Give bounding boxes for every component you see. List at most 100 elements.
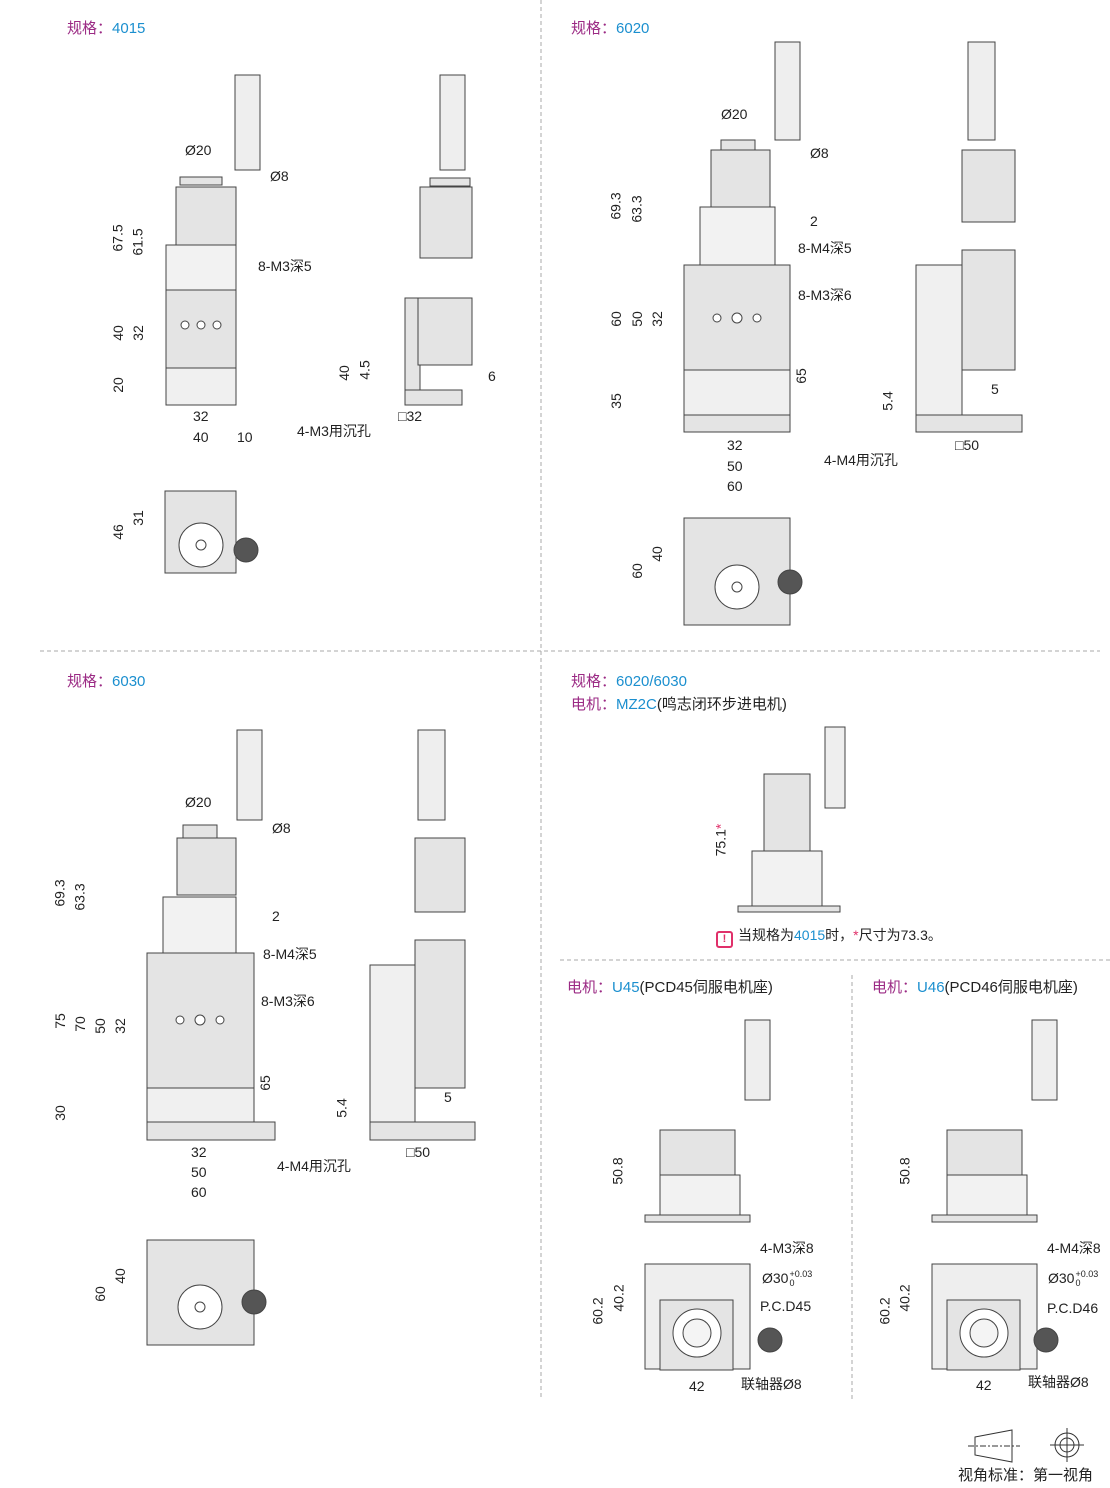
note-text: 尺寸为73.3。 xyxy=(858,927,942,943)
spec-label: 规格： xyxy=(571,673,617,690)
spec-heading-6020: 规格：6020 xyxy=(571,20,649,38)
warning-icon: ! xyxy=(716,931,733,948)
dim: 46 xyxy=(109,524,126,540)
drawing-4015-front xyxy=(165,74,261,406)
dim: 32 xyxy=(191,1144,207,1160)
dim: 4-M4用沉孔 xyxy=(824,452,898,468)
tol-upper: +0.03 xyxy=(789,1269,813,1279)
note-text: 当规格为 xyxy=(738,927,794,943)
spec-heading-4015: 规格：4015 xyxy=(67,20,145,38)
drawing-u46-bottom xyxy=(931,1263,1059,1371)
dim: 61.5 xyxy=(129,228,146,256)
drawing-mz2c xyxy=(737,726,846,913)
motor-value: U46 xyxy=(917,979,945,996)
motor-heading-u46: 电机：U46(PCD46伺服电机座) xyxy=(872,979,1078,997)
dim: 60 xyxy=(91,1286,108,1302)
dim: 4.5 xyxy=(356,360,373,380)
dim: Ø8 xyxy=(272,820,291,836)
dim: 32 xyxy=(111,1018,128,1034)
dim: 60 xyxy=(607,311,624,327)
tol-lower: 0 xyxy=(789,1278,795,1288)
dim: 40 xyxy=(335,365,352,381)
dim: Ø20 xyxy=(185,794,212,810)
spec-value: 4015 xyxy=(112,20,146,37)
dim: 40.2 xyxy=(610,1284,627,1312)
motor-label: 电机： xyxy=(872,979,918,996)
dim: 60 xyxy=(727,478,743,494)
dim: 42 xyxy=(976,1377,992,1393)
dim: 32 xyxy=(193,408,209,424)
section-dividers xyxy=(40,0,1110,1400)
motor-heading-mz2c: 电机：MZ2C(鸣志闭环步进电机) xyxy=(571,696,787,714)
dim: Ø8 xyxy=(270,168,289,184)
drawing-6030-bottom xyxy=(146,1239,267,1346)
dim: 50 xyxy=(91,1018,108,1034)
dim: □50 xyxy=(955,437,980,453)
motor-value: MZ2C xyxy=(616,696,657,713)
dim: 8-M3深6 xyxy=(261,993,315,1009)
drawing-u45-bottom xyxy=(644,1263,783,1371)
dim: 63.3 xyxy=(71,883,88,911)
spec-label: 规格： xyxy=(67,673,113,690)
dim: 69.3 xyxy=(607,192,624,220)
asterisk: * xyxy=(712,823,729,830)
tol-lower: 0 xyxy=(1075,1278,1081,1288)
dim: 63.3 xyxy=(628,195,645,223)
dim: Ø30 xyxy=(1048,1270,1075,1286)
dim: 69.3 xyxy=(51,879,68,907)
dim: 40 xyxy=(193,429,209,445)
spec-value: 6020 xyxy=(616,20,650,37)
note-text: 时， xyxy=(825,927,854,943)
projection-standard: 视角标准：第一视角 xyxy=(958,1467,1094,1484)
drawing-4015-bottom xyxy=(164,490,259,574)
dim: 8-M3深6 xyxy=(798,287,852,303)
motor-value: U45 xyxy=(612,979,640,996)
dim: 35 xyxy=(607,393,624,409)
spec-heading-mz2c: 规格：6020/6030 xyxy=(571,673,687,691)
dim: 4-M4深8 xyxy=(1047,1240,1101,1256)
drawing-u45-side xyxy=(644,1019,771,1223)
dim-75-1: 75.1* xyxy=(712,824,728,857)
dim: 10 xyxy=(237,429,253,445)
spec-label: 规格： xyxy=(571,20,617,37)
drawing-4015-side xyxy=(404,74,473,406)
dim: 50.8 xyxy=(896,1157,913,1185)
drawing-6020-front xyxy=(683,41,801,433)
dim: 40 xyxy=(111,1268,128,1284)
dim: 75.1 xyxy=(712,829,729,857)
dim: 60.2 xyxy=(876,1297,893,1325)
dim: 32 xyxy=(648,311,665,327)
dim: Ø30 xyxy=(762,1270,789,1286)
dim: 70 xyxy=(71,1016,88,1032)
dim: 42 xyxy=(689,1378,705,1394)
dim: 8-M4深5 xyxy=(798,240,852,256)
dim: P.C.D45 xyxy=(760,1298,812,1314)
drawing-6030-front xyxy=(146,729,276,1141)
spec-value: 6020/6030 xyxy=(616,673,687,690)
dim: 32 xyxy=(129,325,146,341)
drawing-6020-bottom xyxy=(683,517,803,626)
dim: □32 xyxy=(398,408,423,424)
motor-label: 电机： xyxy=(567,979,613,996)
drawing-6030-side xyxy=(369,729,476,1141)
dim: 40 xyxy=(648,546,665,562)
dim: 60 xyxy=(191,1184,207,1200)
note-spec: 4015 xyxy=(794,927,826,943)
tol-upper: +0.03 xyxy=(1075,1269,1099,1279)
motor-desc: (PCD45伺服电机座) xyxy=(639,979,773,996)
spec-heading-6030: 规格：6030 xyxy=(67,673,145,691)
spec-label: 规格： xyxy=(67,20,113,37)
dim: 65 xyxy=(792,368,809,384)
drawing-6020-side xyxy=(915,41,1023,433)
dim: 67.5 xyxy=(109,224,126,252)
dim: 5.4 xyxy=(333,1098,350,1118)
dim: 20 xyxy=(109,377,126,393)
dim: 40.2 xyxy=(896,1284,913,1312)
drawing-u46-side xyxy=(931,1019,1058,1223)
dim: 50 xyxy=(191,1164,207,1180)
dim: Ø20 xyxy=(185,142,212,158)
dim: 5 xyxy=(444,1089,452,1105)
dim: 联轴器Ø8 xyxy=(1028,1374,1089,1390)
